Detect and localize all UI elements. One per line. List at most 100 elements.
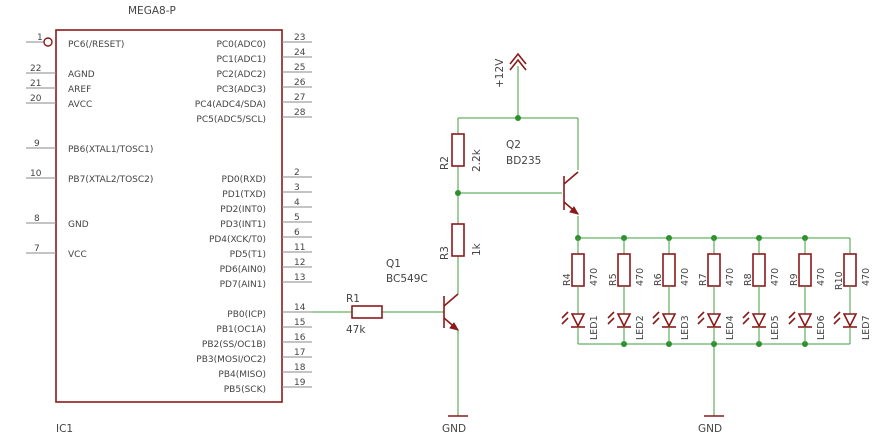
resistor-ref: R5 — [608, 273, 619, 286]
ic-title: MEGA8-P — [128, 5, 176, 17]
ic-ref: IC1 — [56, 423, 73, 435]
resistor-body — [843, 253, 857, 287]
led-light-icon — [607, 317, 615, 325]
ic-left-pins: 1 PC6(/RESET) 22 AGND 21 AREF 20 AVCC 9 … — [26, 33, 153, 260]
transistor-ref: Q1 — [386, 258, 401, 270]
led-column: R10 470 LED7 — [833, 238, 872, 344]
pin-label: PD2(INT0) — [220, 205, 266, 215]
resistor-value: 470 — [725, 268, 736, 286]
led-light-icon — [833, 317, 841, 325]
pin-number: 28 — [294, 108, 306, 118]
resistor-ref: R6 — [653, 273, 664, 286]
led-light-icon — [788, 311, 796, 319]
pin-number: 8 — [34, 214, 40, 224]
resistor-value: 470 — [816, 268, 827, 286]
led-icon — [751, 313, 767, 328]
ic-mega8: MEGA8-P IC1 1 PC6(/RESET) 22 AGND 21 ARE… — [26, 5, 312, 435]
led-light-icon — [742, 311, 750, 319]
supply-arrow-icon — [509, 58, 527, 71]
pin-label: PC0(ADC0) — [216, 40, 266, 50]
resistor-value: 2.2k — [471, 148, 483, 172]
led-light-icon — [561, 317, 569, 325]
pin-number: 18 — [294, 363, 306, 373]
pin-number: 2 — [294, 168, 300, 178]
resistor-ref: R1 — [346, 293, 360, 305]
resistor-ref: R9 — [789, 273, 800, 286]
led-ref: LED5 — [770, 315, 781, 340]
pin-number: 12 — [294, 258, 305, 268]
pin-label: PD7(AIN1) — [220, 280, 266, 290]
transistor-collector — [563, 171, 579, 185]
pin-label: PD3(INT1) — [220, 220, 266, 230]
gnd-q1: GND — [442, 415, 468, 435]
led-light-icon — [742, 317, 750, 325]
transistor-ref: Q2 — [506, 139, 521, 151]
pin-label: PB6(XTAL1/TOSC1) — [68, 145, 153, 155]
pin-label: PD5(T1) — [230, 250, 266, 260]
led-icon — [706, 313, 722, 328]
pin-label: PB0(ICP) — [227, 310, 266, 320]
pin-label: PB7(XTAL2/TOSC2) — [68, 175, 153, 185]
led-icon — [797, 313, 813, 328]
junction-dot — [455, 190, 461, 196]
led-column: R8 470 LED5 — [742, 238, 781, 344]
resistor-r2: R2 2.2k — [439, 133, 483, 172]
pin-number: 20 — [30, 94, 42, 104]
led-column: R7 470 LED4 — [697, 238, 736, 344]
resistor-r3: R3 1k — [439, 223, 483, 260]
led-icon — [616, 313, 632, 328]
resistor-body — [451, 223, 465, 257]
resistor-r1: R1 47k — [346, 293, 383, 336]
led-light-icon — [833, 311, 841, 319]
resistor-value: 470 — [635, 268, 646, 286]
resistor-value: 470 — [589, 268, 600, 286]
transistor-part: BD235 — [506, 155, 541, 167]
pin-number: 7 — [34, 244, 40, 254]
led-light-icon — [561, 311, 569, 319]
resistor-value: 470 — [861, 268, 872, 286]
pin-label: AVCC — [68, 100, 92, 110]
led-column: R6 470 LED3 — [652, 238, 691, 344]
led-light-icon — [652, 311, 660, 319]
supply-label: +12V — [494, 58, 506, 88]
pin-label: PB2(SS/OC1B) — [202, 340, 266, 350]
pin-number: 23 — [294, 33, 305, 43]
pin-label: PD0(RXD) — [222, 175, 266, 185]
led-ref: LED3 — [680, 315, 691, 340]
resistor-body — [451, 133, 465, 167]
pin-number: 1 — [37, 33, 43, 43]
supply-12v: +12V — [494, 52, 527, 88]
emitter-arrow-icon — [449, 322, 460, 331]
led-ref: LED6 — [816, 315, 827, 340]
led-icon — [842, 313, 858, 328]
resistor-ref: R4 — [562, 273, 573, 286]
resistor-body — [617, 253, 631, 287]
pin-label: AREF — [68, 85, 91, 95]
pin-label: PC5(ADC5/SCL) — [196, 115, 266, 125]
led-column: R4 470 LED1 — [561, 238, 600, 344]
pin-label: PD1(TXD) — [222, 190, 266, 200]
pin-label: PC6(/RESET) — [68, 40, 124, 50]
led-ref: LED2 — [635, 315, 646, 340]
led-light-icon — [788, 317, 796, 325]
pin-number: 9 — [34, 139, 40, 149]
resistor-body — [662, 253, 676, 287]
transistor-collector — [443, 293, 459, 307]
pin-number: 19 — [294, 378, 306, 388]
resistor-value: 470 — [680, 268, 691, 286]
pin-number: 24 — [294, 48, 306, 58]
led-light-icon — [697, 317, 705, 325]
resistor-ref: R3 — [439, 246, 451, 260]
led-light-icon — [652, 317, 660, 325]
pin-number: 14 — [294, 303, 306, 313]
wires — [312, 66, 850, 416]
pin-label: PD6(AIN0) — [220, 265, 266, 275]
resistor-body — [351, 305, 383, 319]
ic-right-pins: 23 PC0(ADC0) 24 PC1(ADC1) 25 PC2(ADC2) 2… — [195, 33, 312, 395]
pin-number: 13 — [294, 273, 305, 283]
pin-label: PB5(SCK) — [224, 385, 266, 395]
pin-label: PC4(ADC4/SDA) — [195, 100, 266, 110]
ic-body — [55, 29, 283, 403]
pin-label: PC2(ADC2) — [216, 70, 266, 80]
transistor-q2: Q2 BD235 — [506, 139, 580, 215]
